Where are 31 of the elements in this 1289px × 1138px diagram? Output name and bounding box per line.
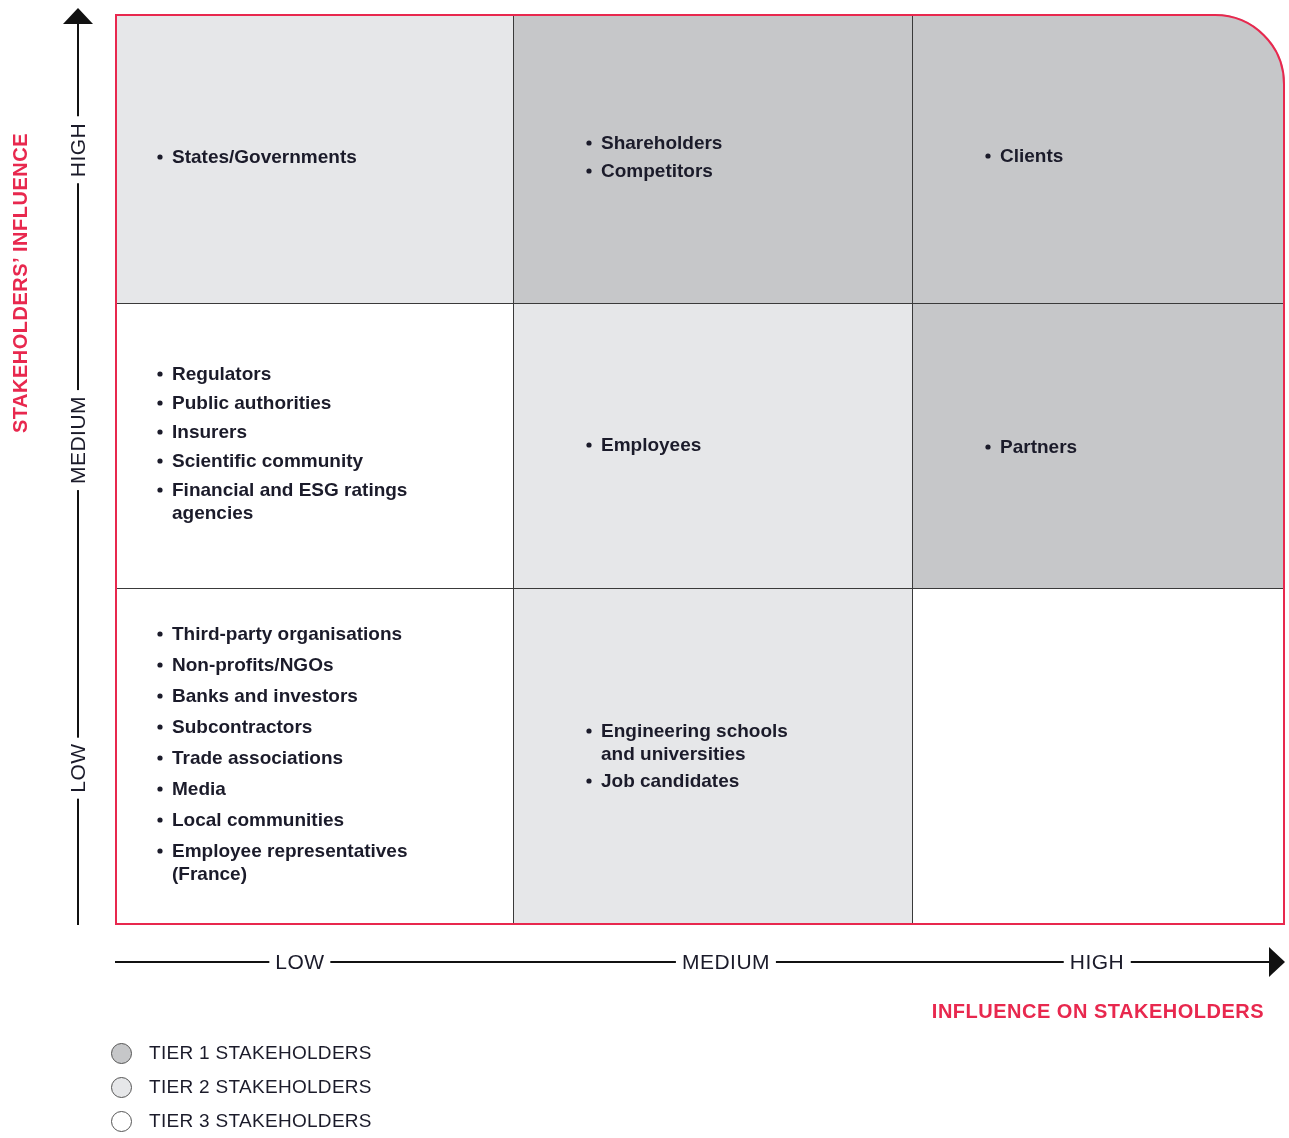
stakeholder-item: Local communities — [172, 808, 345, 830]
stakeholder-item: Job candidates — [601, 769, 740, 791]
stakeholder-item: Partners — [1000, 435, 1078, 457]
stakeholder-item: Employee representatives (France) — [172, 839, 408, 884]
stakeholder-item: Subcontractors — [172, 715, 313, 737]
stakeholder-item: States/Governments — [172, 145, 357, 167]
legend-label: TIER 2 STAKEHOLDERS — [149, 1076, 372, 1098]
stakeholder-item: Employees — [601, 433, 702, 455]
stakeholder-item: Clients — [1000, 145, 1064, 166]
stakeholder-item: Competitors — [601, 159, 713, 181]
legend-label: TIER 1 STAKEHOLDERS — [149, 1042, 372, 1064]
stakeholder-item: Public authorities — [172, 392, 332, 413]
stakeholder-item: Trade associations — [172, 746, 344, 768]
stakeholder-item: Engineering schools and universities — [601, 719, 788, 764]
stakeholder-item: Insurers — [172, 421, 247, 442]
quadrant-cell — [514, 14, 913, 304]
stakeholder-item: Banks and investors — [172, 684, 358, 706]
stakeholder-item: Regulators — [172, 363, 272, 384]
stakeholder-item: Media — [172, 777, 226, 799]
stakeholder-item: Financial and ESG ratings agencies — [172, 479, 408, 523]
quadrant-cell — [514, 304, 913, 589]
stakeholder-item: Shareholders — [601, 131, 723, 153]
stakeholder-item: Scientific community — [172, 450, 364, 471]
quadrant-cell — [913, 304, 1285, 589]
legend-label: TIER 3 STAKEHOLDERS — [149, 1110, 372, 1132]
quadrant-cell — [115, 304, 514, 589]
quadrant-cell — [514, 589, 913, 925]
quadrant-cell — [115, 14, 514, 304]
stakeholder-item: Third-party organisations — [172, 622, 403, 644]
stakeholder-item: Non-profits/NGOs — [172, 653, 334, 675]
quadrant-cell — [913, 14, 1285, 304]
